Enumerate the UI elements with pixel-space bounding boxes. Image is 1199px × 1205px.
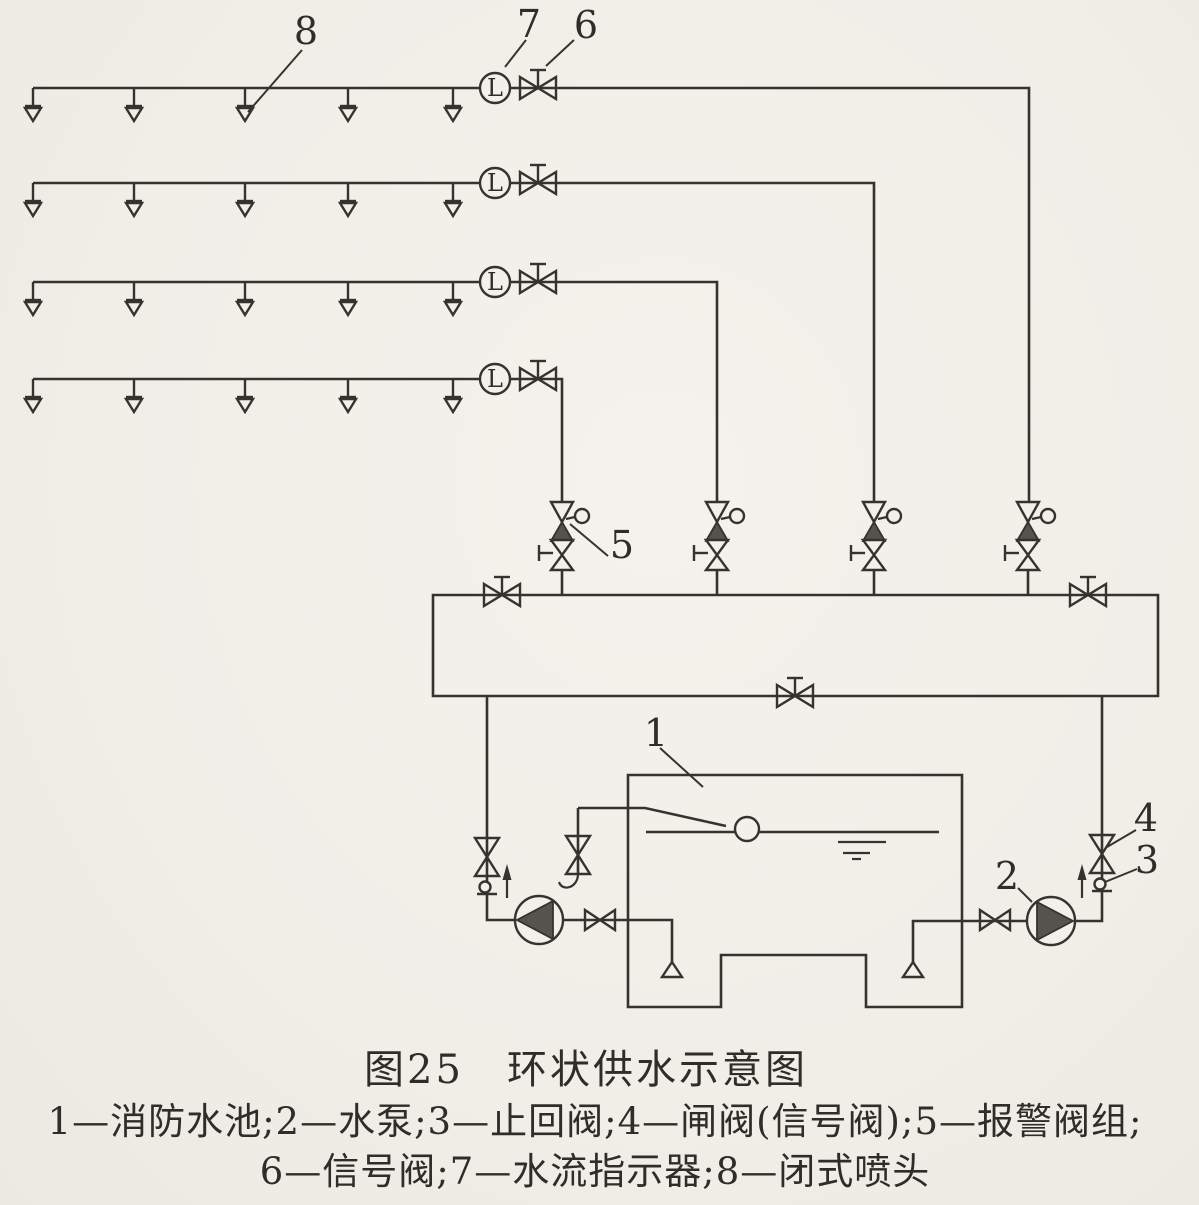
- leader-3: [1104, 868, 1138, 883]
- sprinkler-row-2: [23, 181, 463, 218]
- flow-indicator-letter: L: [487, 74, 503, 102]
- callout-alarm-valve-group: 5: [610, 523, 634, 567]
- sprinkler-row-1: [23, 86, 463, 123]
- callout-gate-valve: 4: [1134, 796, 1158, 840]
- callout-closed-sprinkler: 8: [294, 9, 318, 53]
- callout-signal-valve: 6: [574, 3, 598, 47]
- check-valve-icon: [475, 880, 499, 896]
- sprinkler-icon: [23, 86, 43, 123]
- sprinkler-icon: [235, 377, 255, 414]
- fire-water-tank: [626, 773, 964, 1009]
- branch-lines: [33, 86, 1031, 502]
- callout-flow-indicator: 7: [517, 2, 541, 46]
- alarm-valve-group-icon: [849, 500, 903, 597]
- ring-valve-icon: [775, 676, 815, 709]
- sprinkler-icon: [443, 86, 463, 123]
- sprinkler-icon: [235, 280, 255, 317]
- flow-arrow-icon: [501, 862, 513, 900]
- signal-valve-icon: [518, 359, 558, 392]
- alarm-valve-group-icon: [1003, 500, 1057, 597]
- sprinkler-icon: [443, 280, 463, 317]
- water-level-symbol: [838, 840, 886, 861]
- float-ball: [733, 815, 761, 843]
- callout-tank: 1: [644, 711, 668, 755]
- flow-indicator-letter: L: [487, 365, 503, 393]
- leader-5: [569, 523, 609, 557]
- tank-fill-line: [578, 806, 727, 828]
- alarm-valve-group-icon: [537, 500, 591, 597]
- sprinkler-icon: [23, 377, 43, 414]
- pump-icon: [1025, 895, 1077, 947]
- sprinkler-icon: [443, 181, 463, 218]
- leader-6: [545, 39, 575, 67]
- callout-check-valve: 3: [1135, 838, 1159, 882]
- left-pump-discharge: [485, 696, 515, 922]
- signal-valve-icon: [518, 68, 558, 101]
- right-pump-suction: [911, 919, 1027, 962]
- branch-signal-valves: [518, 68, 558, 392]
- sprinkler-icon: [124, 377, 144, 414]
- callout-pump: 2: [995, 854, 1019, 898]
- signal-valve-icon: [518, 163, 558, 196]
- alarm-valve-group-icon: [692, 500, 746, 597]
- figure-caption: 图25 环状供水示意图: [364, 1047, 808, 1093]
- ring-main: [431, 593, 1160, 698]
- branch-line-4: [33, 377, 564, 502]
- ring-valve-icon: [1068, 575, 1108, 608]
- leader-1: [659, 747, 704, 788]
- sprinkler-icon: [124, 280, 144, 317]
- sprinkler-icon: [338, 181, 358, 218]
- sprinkler-icon: [23, 280, 43, 317]
- sprinkler-icon: [235, 86, 255, 123]
- ring-valve-icon: [482, 575, 522, 608]
- sprinkler-icon: [23, 181, 43, 218]
- sprinkler-icon: [338, 86, 358, 123]
- sprinkler-icon: [338, 280, 358, 317]
- leader-4: [1106, 829, 1137, 848]
- branch-line-2: [33, 181, 876, 502]
- sprinkler-icon: [443, 377, 463, 414]
- signal-valve-icon: [518, 262, 558, 295]
- sprinkler-row-4: [23, 377, 463, 414]
- foot-valve-icon: [660, 960, 684, 979]
- sprinkler-icon: [338, 377, 358, 414]
- sprinkler-row-3: [23, 280, 463, 317]
- right-pump-discharge: [1075, 696, 1104, 923]
- branch-line-3: [33, 280, 719, 502]
- sprinkler-icon: [124, 86, 144, 123]
- legend-line-1: 1—消防水池;2—水泵;3—止回阀;4—闸阀(信号阀);5—报警阀组;: [48, 1100, 1143, 1143]
- flow-indicator-letter: L: [487, 268, 503, 296]
- leader-8: [247, 49, 303, 113]
- sprinkler-icon: [235, 181, 255, 218]
- leader-7: [504, 39, 527, 68]
- left-pump-suction: [563, 918, 674, 962]
- pump-icon: [513, 894, 565, 946]
- flow-indicator-letter: L: [487, 169, 503, 197]
- drain-hook: [557, 873, 580, 889]
- legend-line-2: 6—信号阀;7—水流指示器;8—闭式喷头: [260, 1150, 931, 1193]
- foot-valve-icon: [901, 960, 925, 979]
- flow-arrow-icon: [1076, 862, 1088, 900]
- flow-indicators: L L L L: [478, 71, 512, 396]
- branch-line-1: [33, 86, 1031, 502]
- leader-2: [1017, 887, 1033, 903]
- sprinkler-icon: [124, 181, 144, 218]
- callout-leaders: [247, 39, 1138, 903]
